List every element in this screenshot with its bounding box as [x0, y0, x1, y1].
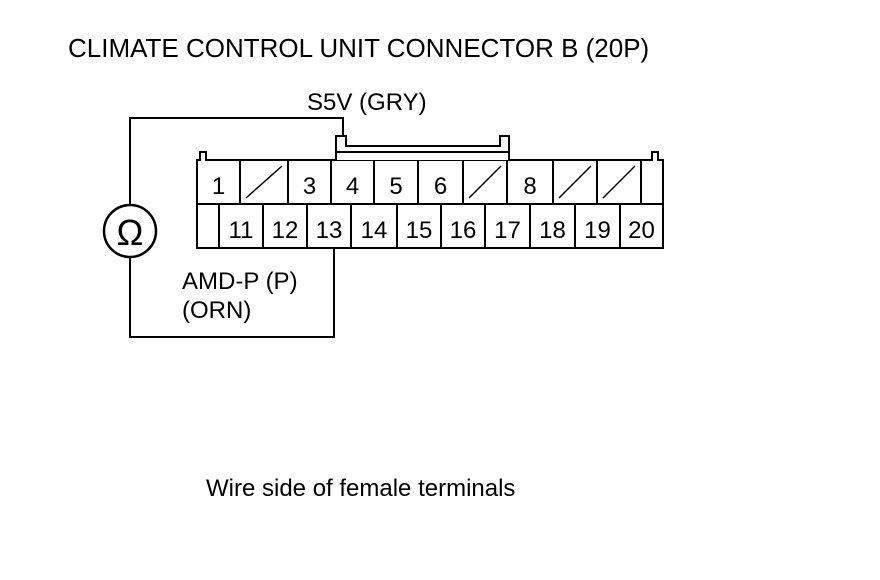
terminal-13: 13 [316, 217, 343, 244]
terminal-17: 17 [494, 217, 521, 244]
terminal-4: 4 [346, 173, 359, 200]
terminal-18: 18 [539, 217, 566, 244]
wire-label-orn: (ORN) [182, 297, 251, 324]
connector-bottom-row: 11 12 13 14 15 16 17 18 19 20 [218, 204, 655, 248]
terminal-1: 1 [212, 173, 225, 200]
terminal-8: 8 [523, 173, 536, 200]
terminal-16: 16 [450, 217, 477, 244]
ohm-symbol: Ω [117, 212, 144, 253]
terminal-14: 14 [361, 217, 388, 244]
terminal-20: 20 [628, 217, 655, 244]
connector-housing [196, 135, 664, 249]
wire-label-amd-p: AMD-P (P) [182, 268, 298, 295]
terminal-15: 15 [406, 217, 433, 244]
terminal-19: 19 [584, 217, 611, 244]
terminal-12: 12 [272, 217, 299, 244]
connector-top-row: 1 3 4 5 6 8 [212, 160, 642, 204]
wire-label-s5v: S5V (GRY) [307, 89, 427, 116]
ohmmeter-icon: Ω [102, 203, 158, 259]
unused-terminal-slash [558, 165, 592, 199]
unused-terminal-slash [468, 165, 502, 199]
unused-terminal-slash [602, 165, 636, 199]
terminal-11: 11 [229, 217, 254, 244]
terminal-3: 3 [303, 173, 316, 200]
terminal-6: 6 [434, 173, 447, 200]
footer-caption: Wire side of female terminals [206, 475, 515, 502]
terminal-5: 5 [389, 173, 402, 200]
test-wire-bottom [129, 248, 335, 338]
diagram-title: CLIMATE CONTROL UNIT CONNECTOR B (20P) [68, 33, 649, 63]
unused-terminal-slash [245, 165, 283, 199]
